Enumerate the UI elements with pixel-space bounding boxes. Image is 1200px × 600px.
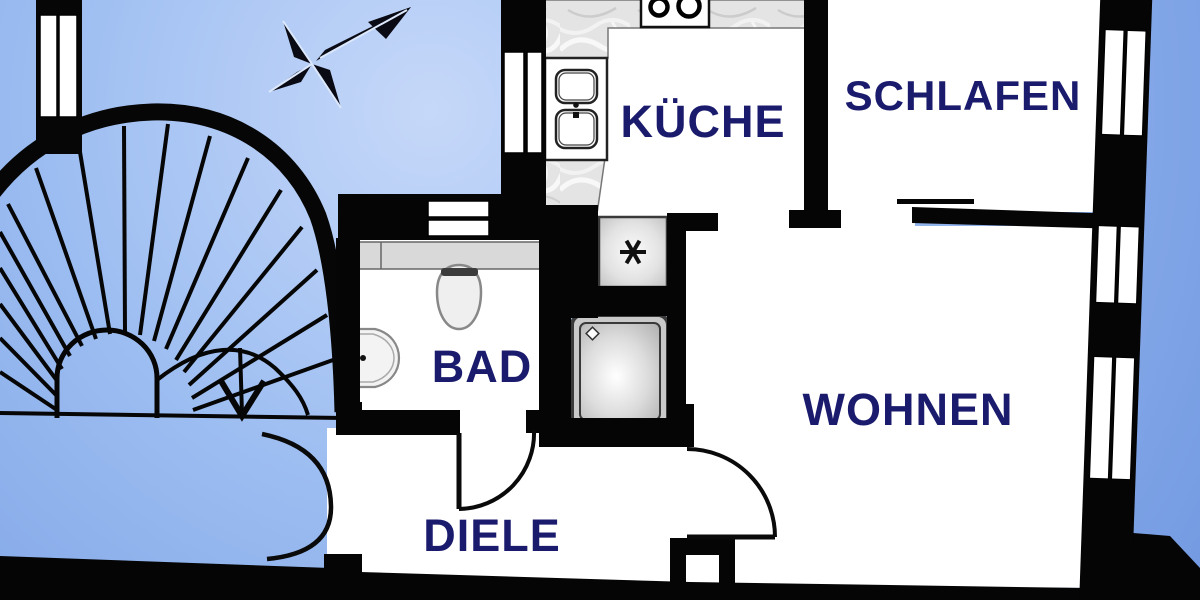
- wohnen-door: [686, 447, 777, 540]
- landing-edge-line: [0, 411, 345, 420]
- bad-door-opening: [456, 410, 534, 437]
- bad-left-wall: [336, 238, 360, 418]
- right-exterior-wall: [1078, 0, 1153, 600]
- compass-rose-icon: [268, 7, 411, 109]
- room-wohnen-floor: [685, 226, 1125, 588]
- wohnen-window-lower: [1088, 355, 1114, 480]
- bad-window: [427, 200, 490, 237]
- asterisk-icon: [620, 239, 646, 265]
- stove-icon: [639, 0, 711, 29]
- schlafen-window: [1100, 28, 1125, 136]
- wohnen-window-upper: [1094, 224, 1118, 304]
- shower-icon: [570, 313, 670, 430]
- bottom-exterior-wall: [0, 556, 1200, 600]
- schlafen-wohnen-wall: [912, 207, 1122, 229]
- stair-direction-arrow-icon: [218, 347, 267, 422]
- bad-door: [456, 429, 537, 511]
- wohnen-left-wall: [667, 213, 686, 447]
- room-schlafen-floor: [828, 0, 1114, 212]
- kitchen-window: [503, 51, 543, 154]
- toilet-icon: [435, 263, 483, 331]
- room-label-diele: DIELE: [423, 510, 561, 561]
- room-diele-floor: [327, 428, 690, 592]
- stair-winder-arc: [155, 347, 310, 416]
- stair-eye: [54, 327, 160, 418]
- room-label-wohnen: WOHNEN: [803, 384, 1014, 435]
- entrance-double-door: [261, 431, 334, 562]
- washbasin-icon: [350, 327, 401, 389]
- sliding-door-leaf: [897, 199, 974, 204]
- doors: [261, 429, 777, 562]
- stairwell-window: [39, 14, 78, 118]
- room-label-bad: BAD: [432, 341, 533, 392]
- bad-bottom-wall: [354, 410, 460, 435]
- kitchen-schlafen-wall: [804, 0, 828, 213]
- ventilation-shaft: [597, 215, 669, 289]
- kitchen-sink-icon: [543, 56, 609, 162]
- stairwell-window-wall: [36, 0, 82, 154]
- stair-steps: [0, 123, 334, 412]
- bathroom-shelf: [352, 241, 541, 270]
- kitchen-wohnen-passage: [715, 211, 792, 232]
- room-label-kueche: KÜCHE: [620, 96, 785, 147]
- room-label-schlafen: SCHLAFEN: [845, 72, 1082, 119]
